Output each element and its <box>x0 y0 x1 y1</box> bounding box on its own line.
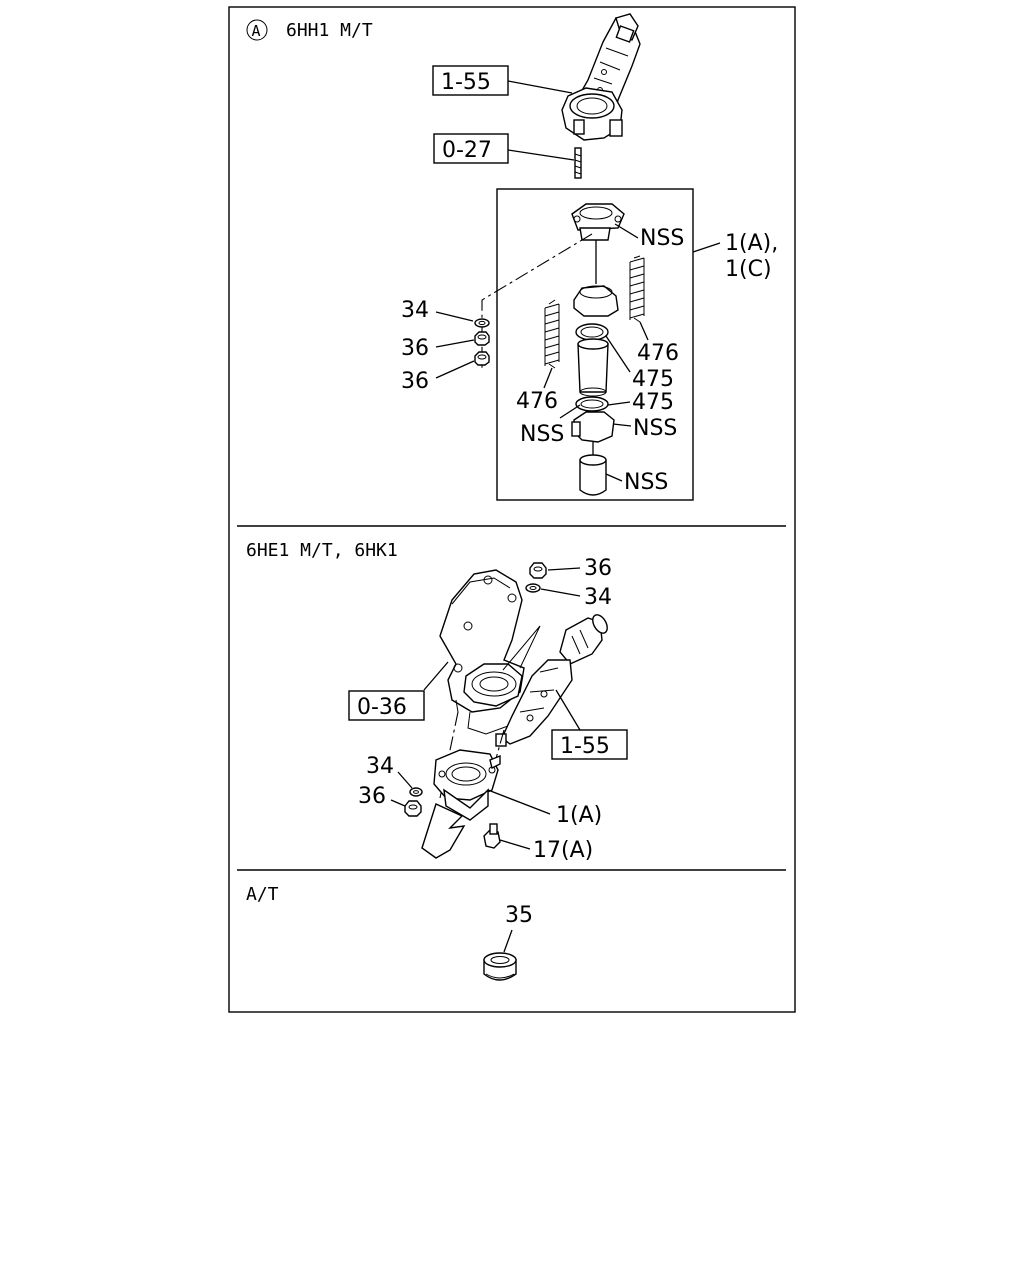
leader-line <box>503 929 513 953</box>
lower-ring-drawing <box>575 396 609 412</box>
callout-1a: 1(A) <box>556 803 602 828</box>
callout-nss: NSS <box>633 416 677 441</box>
section-6hh1-mt: A 6HH1 M/T 1-55 0-27 <box>246 13 778 501</box>
leader-line <box>507 149 575 161</box>
leader-line <box>559 404 581 419</box>
callout-box-0-27 <box>433 133 509 164</box>
leader-line <box>540 588 581 597</box>
tube-drawing <box>577 338 609 397</box>
leader-line <box>435 311 474 322</box>
washer-drawing <box>525 583 541 593</box>
callout-nss: NSS <box>520 422 564 447</box>
section-title: 6HE1 M/T, 6HK1 <box>246 540 398 561</box>
callout-1-55: 1-55 <box>441 70 491 95</box>
callout-box-1-55 <box>432 65 509 96</box>
pipe-flange-drawing <box>433 749 501 821</box>
callout-1-55: 1-55 <box>560 734 610 759</box>
callout-34: 34 <box>366 754 394 779</box>
leader-line <box>692 242 721 253</box>
leader-line <box>507 80 573 94</box>
callout-476: 476 <box>637 341 679 366</box>
callout-34: 34 <box>584 585 612 610</box>
leader-line <box>605 335 631 373</box>
leader-line <box>607 401 631 406</box>
diagram-frame <box>228 6 796 1013</box>
seat-drawing <box>573 285 619 317</box>
nut-drawing <box>404 800 422 817</box>
callout-36: 36 <box>584 556 612 581</box>
exhaust-brake-valve-drawing <box>561 13 641 141</box>
exhaust-brake-valve-drawing <box>495 614 608 747</box>
leader-line <box>614 223 639 239</box>
nut-drawing <box>529 562 547 579</box>
exhaust-pipe-drawing <box>421 803 466 859</box>
washer-drawing <box>474 318 490 328</box>
leader-line <box>397 771 413 789</box>
section-6he1-6hk1: 6HE1 M/T, 6HK1 <box>246 540 628 863</box>
zigzag-mark <box>502 625 541 671</box>
manifold-housing-drawing <box>439 569 525 735</box>
section-title: 6HH1 M/T <box>286 20 373 41</box>
callout-box-1-55 <box>551 729 628 760</box>
section-marker-circle <box>246 19 268 41</box>
callout-36: 36 <box>401 336 429 361</box>
leader-line <box>435 360 475 379</box>
callout-17a: 17(A) <box>533 838 593 863</box>
callout-475: 475 <box>632 367 674 392</box>
leader-line <box>639 321 649 341</box>
leader-line <box>547 567 581 571</box>
callout-476: 476 <box>516 389 558 414</box>
dashed-centerline <box>481 233 593 368</box>
flange-drawing <box>571 203 625 241</box>
callout-1c: 1(C) <box>725 257 772 282</box>
callout-1a: 1(A), <box>725 231 778 256</box>
leader-line <box>555 689 581 731</box>
leader-line <box>390 799 406 807</box>
callout-36: 36 <box>358 784 386 809</box>
leader-line <box>543 367 553 389</box>
assembly-group-box <box>496 188 694 501</box>
section-title: A/T <box>246 884 279 905</box>
leader-line <box>499 839 531 850</box>
leader-line <box>487 789 551 815</box>
callout-box-0-36 <box>348 690 425 721</box>
callout-nss: NSS <box>640 226 684 251</box>
stud-drawing <box>574 147 582 179</box>
leader-line <box>612 423 632 427</box>
ring-drawing <box>575 323 609 341</box>
callout-nss: NSS <box>624 470 668 495</box>
callout-36: 36 <box>401 369 429 394</box>
callout-34: 34 <box>401 298 429 323</box>
callout-475: 475 <box>632 390 674 415</box>
section-at: A/T 35 <box>246 884 533 981</box>
nut-drawing <box>474 331 490 346</box>
callout-0-27: 0-27 <box>442 138 492 163</box>
lower-flange-drawing <box>571 411 615 443</box>
nut-drawing <box>474 351 490 366</box>
leader-line <box>423 661 449 691</box>
plug-drawing <box>483 952 517 981</box>
washer-drawing <box>409 787 423 797</box>
callout-0-36: 0-36 <box>357 695 407 720</box>
spring-left-drawing <box>544 299 560 369</box>
callout-35: 35 <box>505 903 533 928</box>
stud-bolt-drawing <box>483 823 501 849</box>
spring-right-drawing <box>629 255 645 323</box>
section-marker-letter: A <box>252 22 261 40</box>
leader-line <box>435 339 475 348</box>
leader-line <box>605 473 623 482</box>
exhaust-pipe-drawing <box>579 454 607 496</box>
